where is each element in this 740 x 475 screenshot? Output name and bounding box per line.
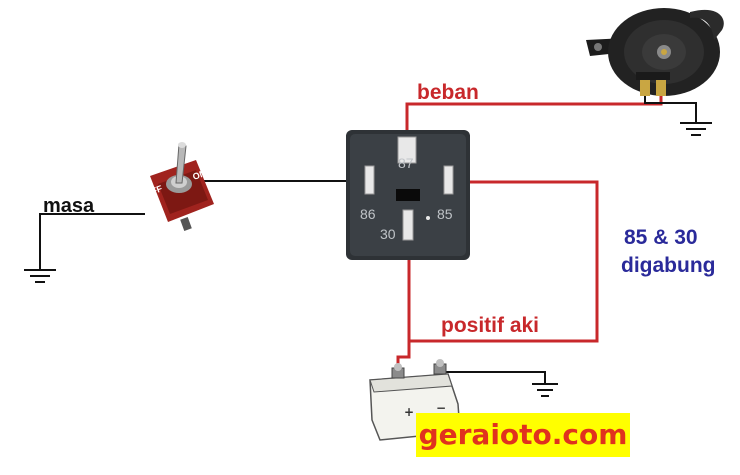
wire-beban xyxy=(405,95,663,137)
label-beban: beban xyxy=(417,81,479,104)
relay-pin-30 xyxy=(402,209,414,241)
label-masa: masa xyxy=(43,195,95,217)
toggle-switch-icon: OFF ON xyxy=(143,142,214,232)
note-line-2: digabung xyxy=(621,254,715,277)
relay-pin-86 xyxy=(364,165,375,195)
svg-text:+: + xyxy=(404,405,414,419)
ground-symbol-battery xyxy=(532,383,558,397)
ground-symbol-masa xyxy=(24,269,56,283)
relay-icon: 87 86 85 30 xyxy=(346,130,470,260)
relay-pin-87-label: 87 xyxy=(398,155,414,171)
horn-icon xyxy=(586,8,724,96)
relay-pin-87 xyxy=(397,136,417,164)
red-wires xyxy=(396,95,663,372)
wire-85 xyxy=(409,180,599,343)
note-line-1: 85 & 30 xyxy=(624,226,698,249)
wire-horn-ground xyxy=(644,95,697,123)
black-wires xyxy=(39,95,697,384)
wire-masa xyxy=(39,213,145,270)
ground-symbol-horn xyxy=(680,122,712,136)
label-positif-aki: positif aki xyxy=(441,314,539,337)
relay-pin-86-label: 86 xyxy=(360,206,376,222)
relay-pin-85-label: 85 xyxy=(437,206,453,222)
relay-pin-30-label: 30 xyxy=(380,226,396,242)
switch-on-label: ON xyxy=(191,168,207,182)
relay-pin-85 xyxy=(443,165,454,195)
wire-battery-ground xyxy=(440,371,546,384)
svg-text:−: − xyxy=(436,401,446,415)
watermark: geraioto.com xyxy=(416,413,630,457)
